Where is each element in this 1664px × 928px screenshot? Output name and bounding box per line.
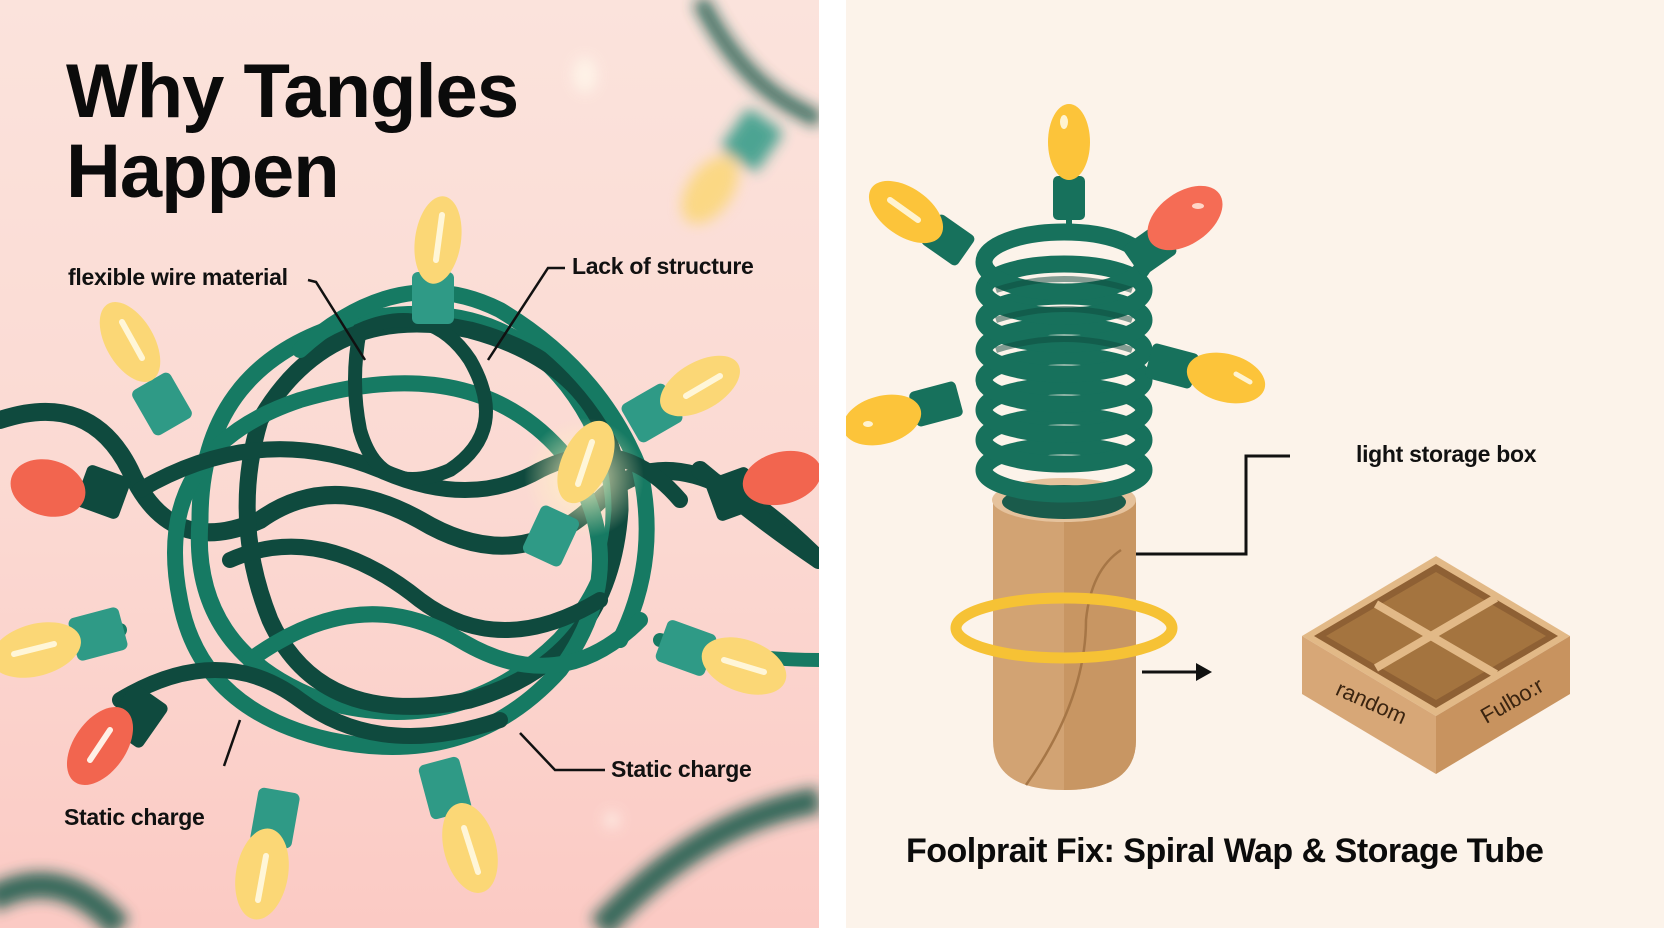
fix-caption: Foolprait Fix: Spiral Wap & Storage Tube bbox=[906, 832, 1544, 870]
label-light-storage-box: light storage box bbox=[1356, 441, 1537, 467]
storage-tube-shape bbox=[992, 478, 1136, 790]
tangled-lights-illustration bbox=[0, 0, 819, 928]
spiral-wrap-illustration bbox=[846, 104, 1570, 790]
leader-line-storage-box bbox=[1136, 454, 1290, 674]
label-static-charge-right: Static charge bbox=[611, 756, 752, 782]
left-panel-why-tangles: Why Tangles Happen flexible wire materia… bbox=[0, 0, 819, 928]
divided-box-shape bbox=[1302, 556, 1570, 774]
title-line-1: Why Tangles bbox=[66, 49, 519, 134]
right-panel-fix: light storage box random Fulbo:r Foolpra… bbox=[846, 0, 1664, 928]
leader-lines bbox=[222, 266, 605, 772]
label-lack-of-structure: Lack of structure bbox=[572, 253, 754, 279]
panel-title-why-tangles: Why Tangles Happen bbox=[66, 49, 519, 214]
label-flexible-wire: flexible wire material bbox=[68, 264, 288, 290]
arrow-right-icon bbox=[1196, 663, 1212, 681]
title-line-2: Happen bbox=[66, 129, 340, 214]
bulb-top bbox=[412, 196, 462, 324]
label-static-charge-left: Static charge bbox=[64, 804, 205, 830]
coil-shape bbox=[975, 223, 1153, 503]
